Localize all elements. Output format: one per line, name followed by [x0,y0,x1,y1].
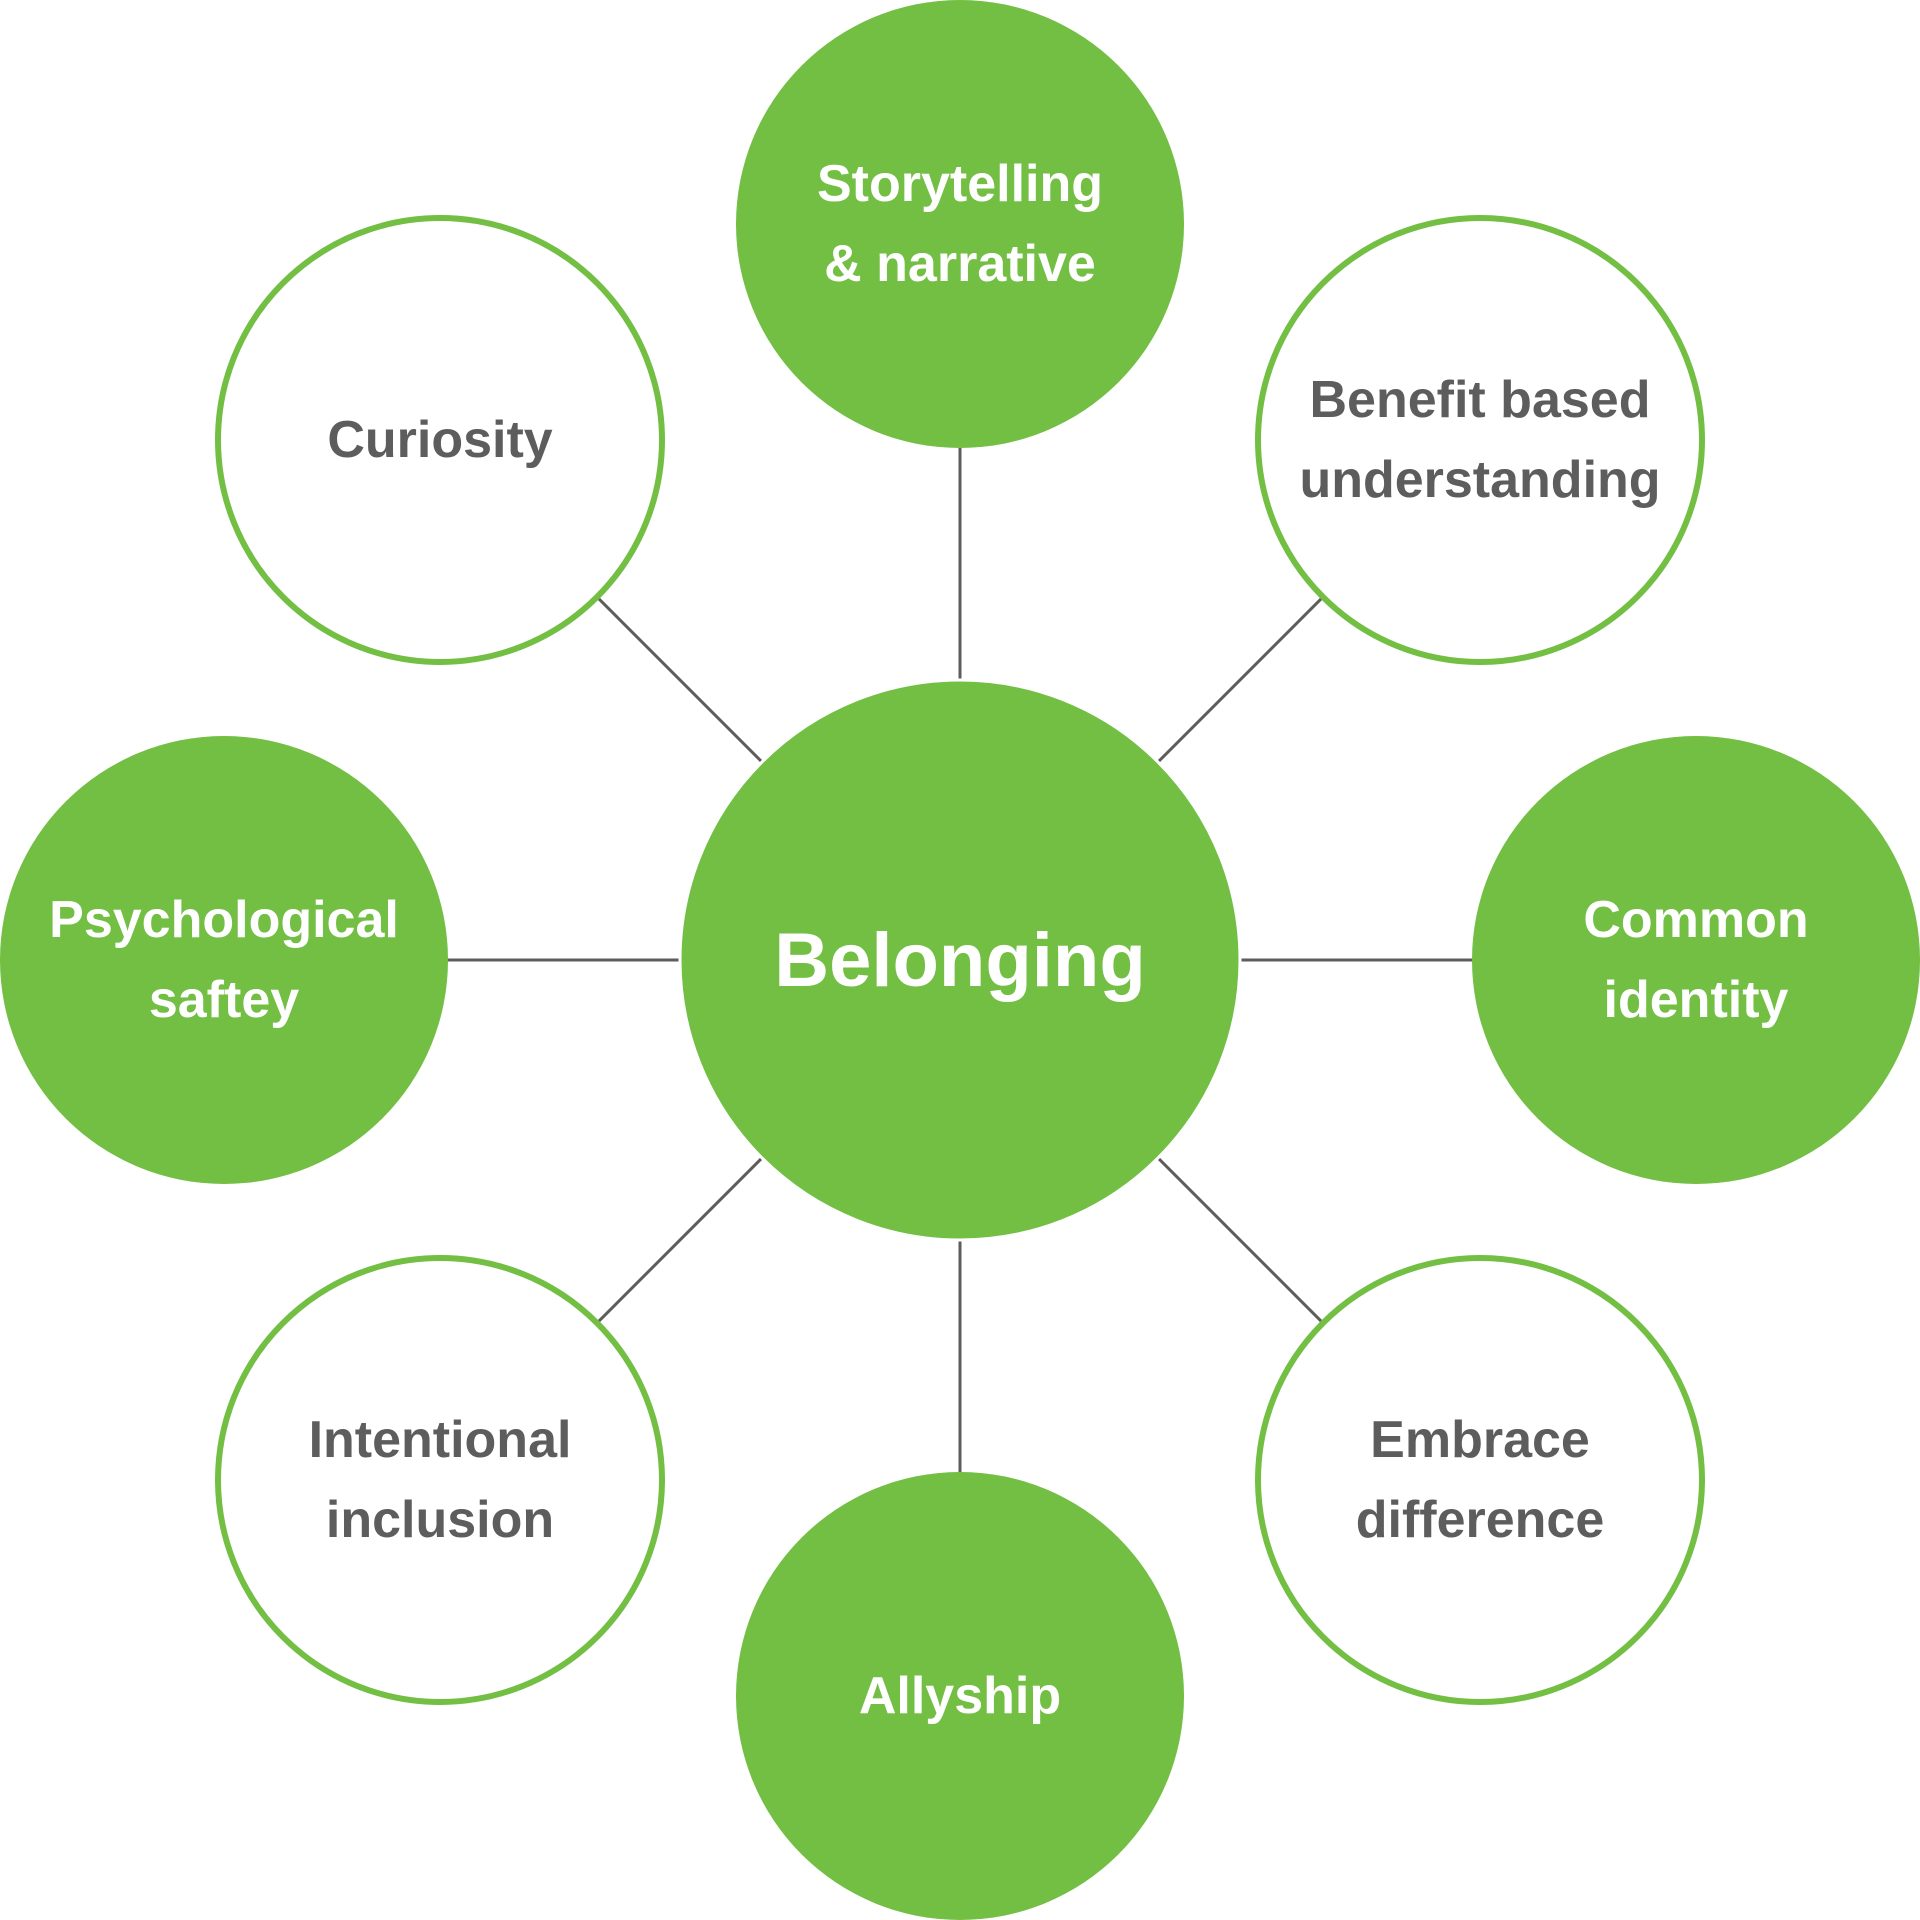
center-node-belonging: Belonging [678,678,1242,1242]
node-label-line: & narrative [824,235,1096,293]
node-storytelling: Storytelling & narrative [736,0,1184,448]
node-circle-storytelling [736,0,1184,448]
node-label-line: Curiosity [327,411,552,469]
node-allyship: Allyship [736,1472,1184,1920]
node-label-intentional: Intentional inclusion [309,1411,572,1549]
node-curiosity: Curiosity [215,215,665,665]
node-benefit: Benefit based understanding [1255,215,1705,665]
node-circle-benefit [1255,215,1705,665]
node-label-line: inclusion [326,1491,554,1549]
node-label-line: Allyship [859,1667,1061,1725]
node-label-line: Intentional [309,1411,572,1469]
node-label-line: Common [1583,891,1808,949]
node-label-line: Storytelling [817,155,1103,213]
connectors [446,446,1474,1474]
center-label-line: Belonging [774,918,1146,1003]
center-circle [678,678,1242,1242]
node-label-common: Common identity [1583,891,1808,1029]
node-label-line: identity [1604,971,1789,1029]
node-intentional: Intentional inclusion [215,1255,665,1705]
node-label-line: Embrace [1370,1411,1590,1469]
node-label-line: difference [1356,1491,1605,1549]
center-label: Belonging [774,918,1146,1003]
node-circle-intentional [215,1255,665,1705]
node-label-storytelling: Storytelling & narrative [817,155,1103,293]
node-psychological: Psychological saftey [0,736,448,1184]
node-label-line: Benefit based [1310,371,1651,429]
connector-curiosity [595,595,764,764]
node-circle-psychological [0,736,448,1184]
node-circle-embrace [1255,1255,1705,1705]
node-label-embrace: Embrace difference [1356,1411,1605,1549]
node-circle-allyship [736,1472,1184,1920]
connector-intentional [595,1156,764,1325]
node-label-allyship: Allyship [859,1667,1061,1725]
node-label-curiosity: Curiosity [327,411,552,469]
node-common: Common identity [1472,736,1920,1184]
node-circle-curiosity [215,215,665,665]
node-label-line: saftey [149,971,299,1029]
node-label-line: Psychological [49,891,399,949]
connector-benefit [1156,595,1325,764]
node-embrace: Embrace difference [1255,1255,1705,1705]
node-label-psychological: Psychological saftey [49,891,399,1029]
connector-embrace [1156,1156,1325,1325]
node-label-line: understanding [1299,451,1660,509]
node-circle-common [1472,736,1920,1184]
node-label-benefit: Benefit based understanding [1299,371,1660,509]
